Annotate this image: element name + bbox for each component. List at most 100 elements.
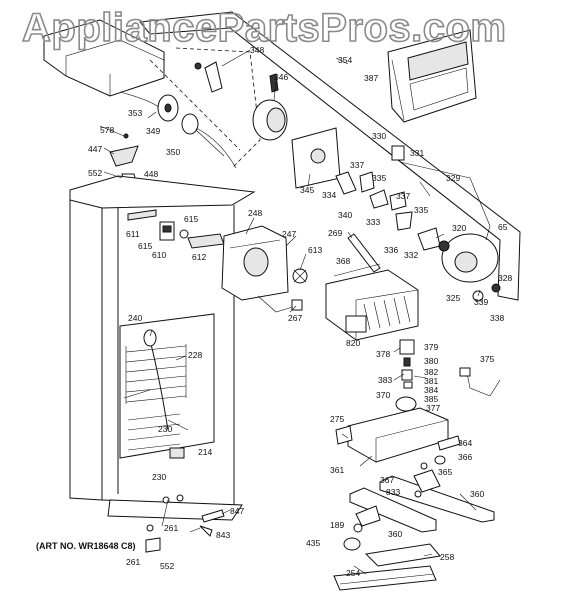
part-label: 331 — [410, 148, 424, 158]
shield-368 — [333, 263, 381, 277]
evaporator-coil — [125, 344, 187, 451]
part-label: 382 — [424, 367, 438, 377]
ice-bucket-387 — [387, 29, 477, 123]
part-label: 332 — [404, 250, 418, 260]
bracket-348 — [194, 61, 223, 93]
bracket-612 — [187, 233, 225, 249]
part-label: 230 — [152, 472, 166, 482]
fastener-833 — [414, 490, 422, 498]
part-label: 334 — [322, 190, 336, 200]
part-label: 350 — [166, 147, 180, 157]
part-label: 354 — [338, 55, 352, 65]
parts-189-435 — [343, 523, 363, 551]
part-label: 228 — [188, 350, 202, 360]
harness-375 — [459, 367, 501, 397]
part-label: 613 — [308, 245, 322, 255]
rail-360-lower — [349, 487, 437, 533]
part-label: 361 — [330, 465, 344, 475]
part-label: 447 — [88, 144, 102, 154]
part-label: 448 — [144, 169, 158, 179]
part-label: 348 — [250, 45, 264, 55]
part-label: 349 — [146, 126, 160, 136]
harness-267 — [257, 295, 303, 313]
part-label: 833 — [386, 487, 400, 497]
part-label: 843 — [216, 530, 230, 540]
part-label: 320 — [452, 223, 466, 233]
part-label: 360 — [388, 529, 402, 539]
levers-337-335 — [335, 171, 413, 231]
dispenser-housing-361 — [335, 407, 449, 463]
part-label: 230 — [158, 424, 172, 434]
part-label: 337 — [350, 160, 364, 170]
part-label: 360 — [470, 489, 484, 499]
part-label: 254 — [346, 568, 360, 578]
thermostat-240 — [143, 329, 157, 347]
part-label: 275 — [330, 414, 344, 424]
part-label: 338 — [490, 313, 504, 323]
part-label: 385 — [424, 394, 438, 404]
part-label: 339 — [474, 297, 488, 307]
part-labels: 348 346 354 387 353 349 578 447 350 552 … — [88, 45, 512, 578]
part-label: 384 — [424, 385, 438, 395]
leader-lines — [99, 49, 491, 575]
motor-bracket-247 — [221, 225, 289, 301]
dispenser-rail-354 — [139, 11, 521, 301]
part-label: 247 — [282, 229, 296, 239]
part-label: 258 — [440, 552, 454, 562]
part-label: 435 — [306, 538, 320, 548]
part-label: 847 — [230, 506, 244, 516]
part-label: 364 — [458, 438, 472, 448]
part-label: 383 — [378, 375, 392, 385]
part-label: 615 — [184, 214, 198, 224]
drip-tray-258 — [364, 543, 441, 567]
part-label: 610 — [152, 250, 166, 260]
switch-stack-378-385 — [395, 339, 417, 412]
part-label: 615 — [138, 241, 152, 251]
part-label: 267 — [288, 313, 302, 323]
motor-346 — [252, 73, 288, 141]
part-label: 367 — [380, 475, 394, 485]
part-label: 335 — [372, 173, 386, 183]
evaporator-cover-228 — [119, 313, 215, 459]
part-label: 578 — [100, 125, 114, 135]
part-label: 346 — [274, 72, 288, 82]
bracket-611 — [127, 209, 157, 221]
part-label: 370 — [376, 390, 390, 400]
heater-230 — [149, 339, 185, 459]
part-label: 377 — [426, 403, 440, 413]
part-label: 552 — [160, 561, 174, 571]
part-label: 381 — [424, 376, 438, 386]
part-label: 330 — [372, 131, 386, 141]
part-label: 337 — [396, 191, 410, 201]
part-label: 366 — [458, 452, 472, 462]
part-label: 611 — [126, 229, 140, 239]
grommet-615 — [179, 229, 189, 239]
part-label: 329 — [446, 173, 460, 183]
part-label: 365 — [438, 467, 452, 477]
grille-254 — [333, 565, 437, 591]
art-number-caption: (ART NO. WR18648 C8) — [36, 541, 136, 551]
fill-tube-269 — [347, 233, 381, 273]
part-label: 387 — [364, 73, 378, 83]
part-label: 353 — [128, 108, 142, 118]
part-label: 189 — [330, 520, 344, 530]
icemaker-bracket-345 — [291, 127, 341, 189]
part-label: 325 — [446, 293, 460, 303]
rail-360-upper — [379, 469, 495, 523]
part-label: 340 — [338, 210, 352, 220]
fan-blade-349 — [157, 94, 179, 122]
part-label: 335 — [414, 205, 428, 215]
solenoid-330 — [391, 145, 491, 227]
part-label: 820 — [346, 338, 360, 348]
part-label: 261 — [164, 523, 178, 533]
part-label: 552 — [88, 168, 102, 178]
part-label: 345 — [300, 185, 314, 195]
fan-613 — [292, 268, 308, 284]
icemaker-820 — [325, 269, 419, 341]
part-label: 269 — [328, 228, 342, 238]
part-label: 333 — [366, 217, 380, 227]
fittings-364-366 — [420, 435, 461, 470]
part-label: 328 — [498, 273, 512, 283]
part-label: 379 — [424, 342, 438, 352]
